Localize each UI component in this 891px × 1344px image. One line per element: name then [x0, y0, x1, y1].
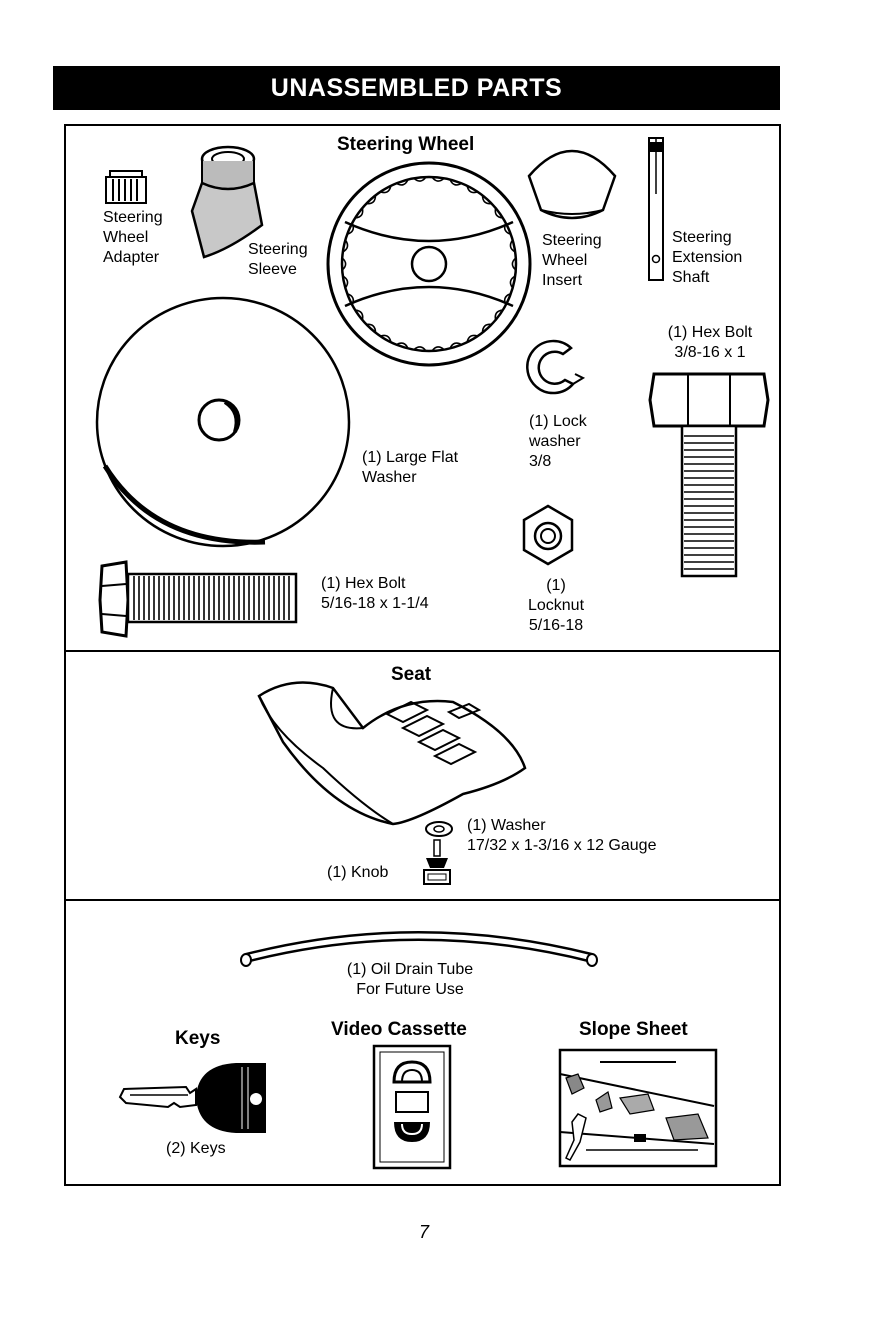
steering-extension-shaft-label: Steering Extension Shaft: [672, 229, 743, 286]
lock-washer-label: (1) Lock washer 3/8: [529, 413, 587, 470]
seat-knob-label: (1) Knob: [327, 864, 389, 881]
steering-wheel-image: [326, 161, 532, 367]
large-flat-washer-image: [95, 296, 351, 548]
large-flat-washer-label: (1) Large Flat Washer: [362, 449, 459, 486]
locknut-image: [522, 504, 574, 566]
section-divider-1: [64, 650, 779, 652]
slope-sheet-title: Slope Sheet: [579, 1019, 688, 1040]
video-cassette-title: Video Cassette: [331, 1019, 467, 1040]
hex-bolt-large-label: (1) Hex Bolt 3/8-16 x 1: [667, 324, 753, 361]
oil-drain-tube-label: (1) Oil Drain Tube For Future Use: [346, 961, 474, 998]
locknut-label: (1) Locknut 5/16-18: [527, 577, 585, 634]
oil-drain-tube-image: [240, 931, 598, 967]
steering-wheel-insert-label: Steering Wheel Insert: [542, 232, 602, 289]
steering-extension-shaft-image: [648, 137, 664, 281]
steering-wheel-adapter-label: Steering Wheel Adapter: [103, 209, 163, 266]
slope-sheet-image: [558, 1048, 718, 1168]
seat-washer-label: (1) Washer 17/32 x 1-3/16 x 12 Gauge: [467, 817, 657, 854]
section-divider-2: [64, 899, 779, 901]
lock-washer-image: [526, 339, 586, 395]
steering-wheel-adapter-image: [105, 170, 147, 204]
seat-image: [257, 681, 527, 826]
steering-wheel-insert-image: [527, 149, 617, 220]
page-title: UNASSEMBLED PARTS: [270, 73, 563, 102]
section-banner: UNASSEMBLED PARTS: [53, 66, 780, 110]
video-cassette-image: [372, 1044, 452, 1170]
page-number: 7: [419, 1222, 430, 1242]
keys-image: [118, 1063, 266, 1133]
parts-frame: [64, 124, 781, 1186]
seat-title: Seat: [391, 664, 432, 685]
steering-sleeve-label: Steering Sleeve: [248, 241, 308, 278]
seat-washer-image: [425, 821, 453, 837]
steering-sleeve-image: [190, 145, 264, 259]
hex-bolt-small-label: (1) Hex Bolt 5/16-18 x 1-1/4: [321, 575, 429, 612]
hex-bolt-large-image: [648, 372, 770, 578]
keys-label: (2) Keys: [166, 1140, 226, 1157]
keys-title: Keys: [175, 1028, 221, 1049]
steering-wheel-title: Steering Wheel: [337, 134, 475, 155]
hex-bolt-small-image: [98, 560, 298, 638]
seat-knob-image: [423, 839, 451, 885]
